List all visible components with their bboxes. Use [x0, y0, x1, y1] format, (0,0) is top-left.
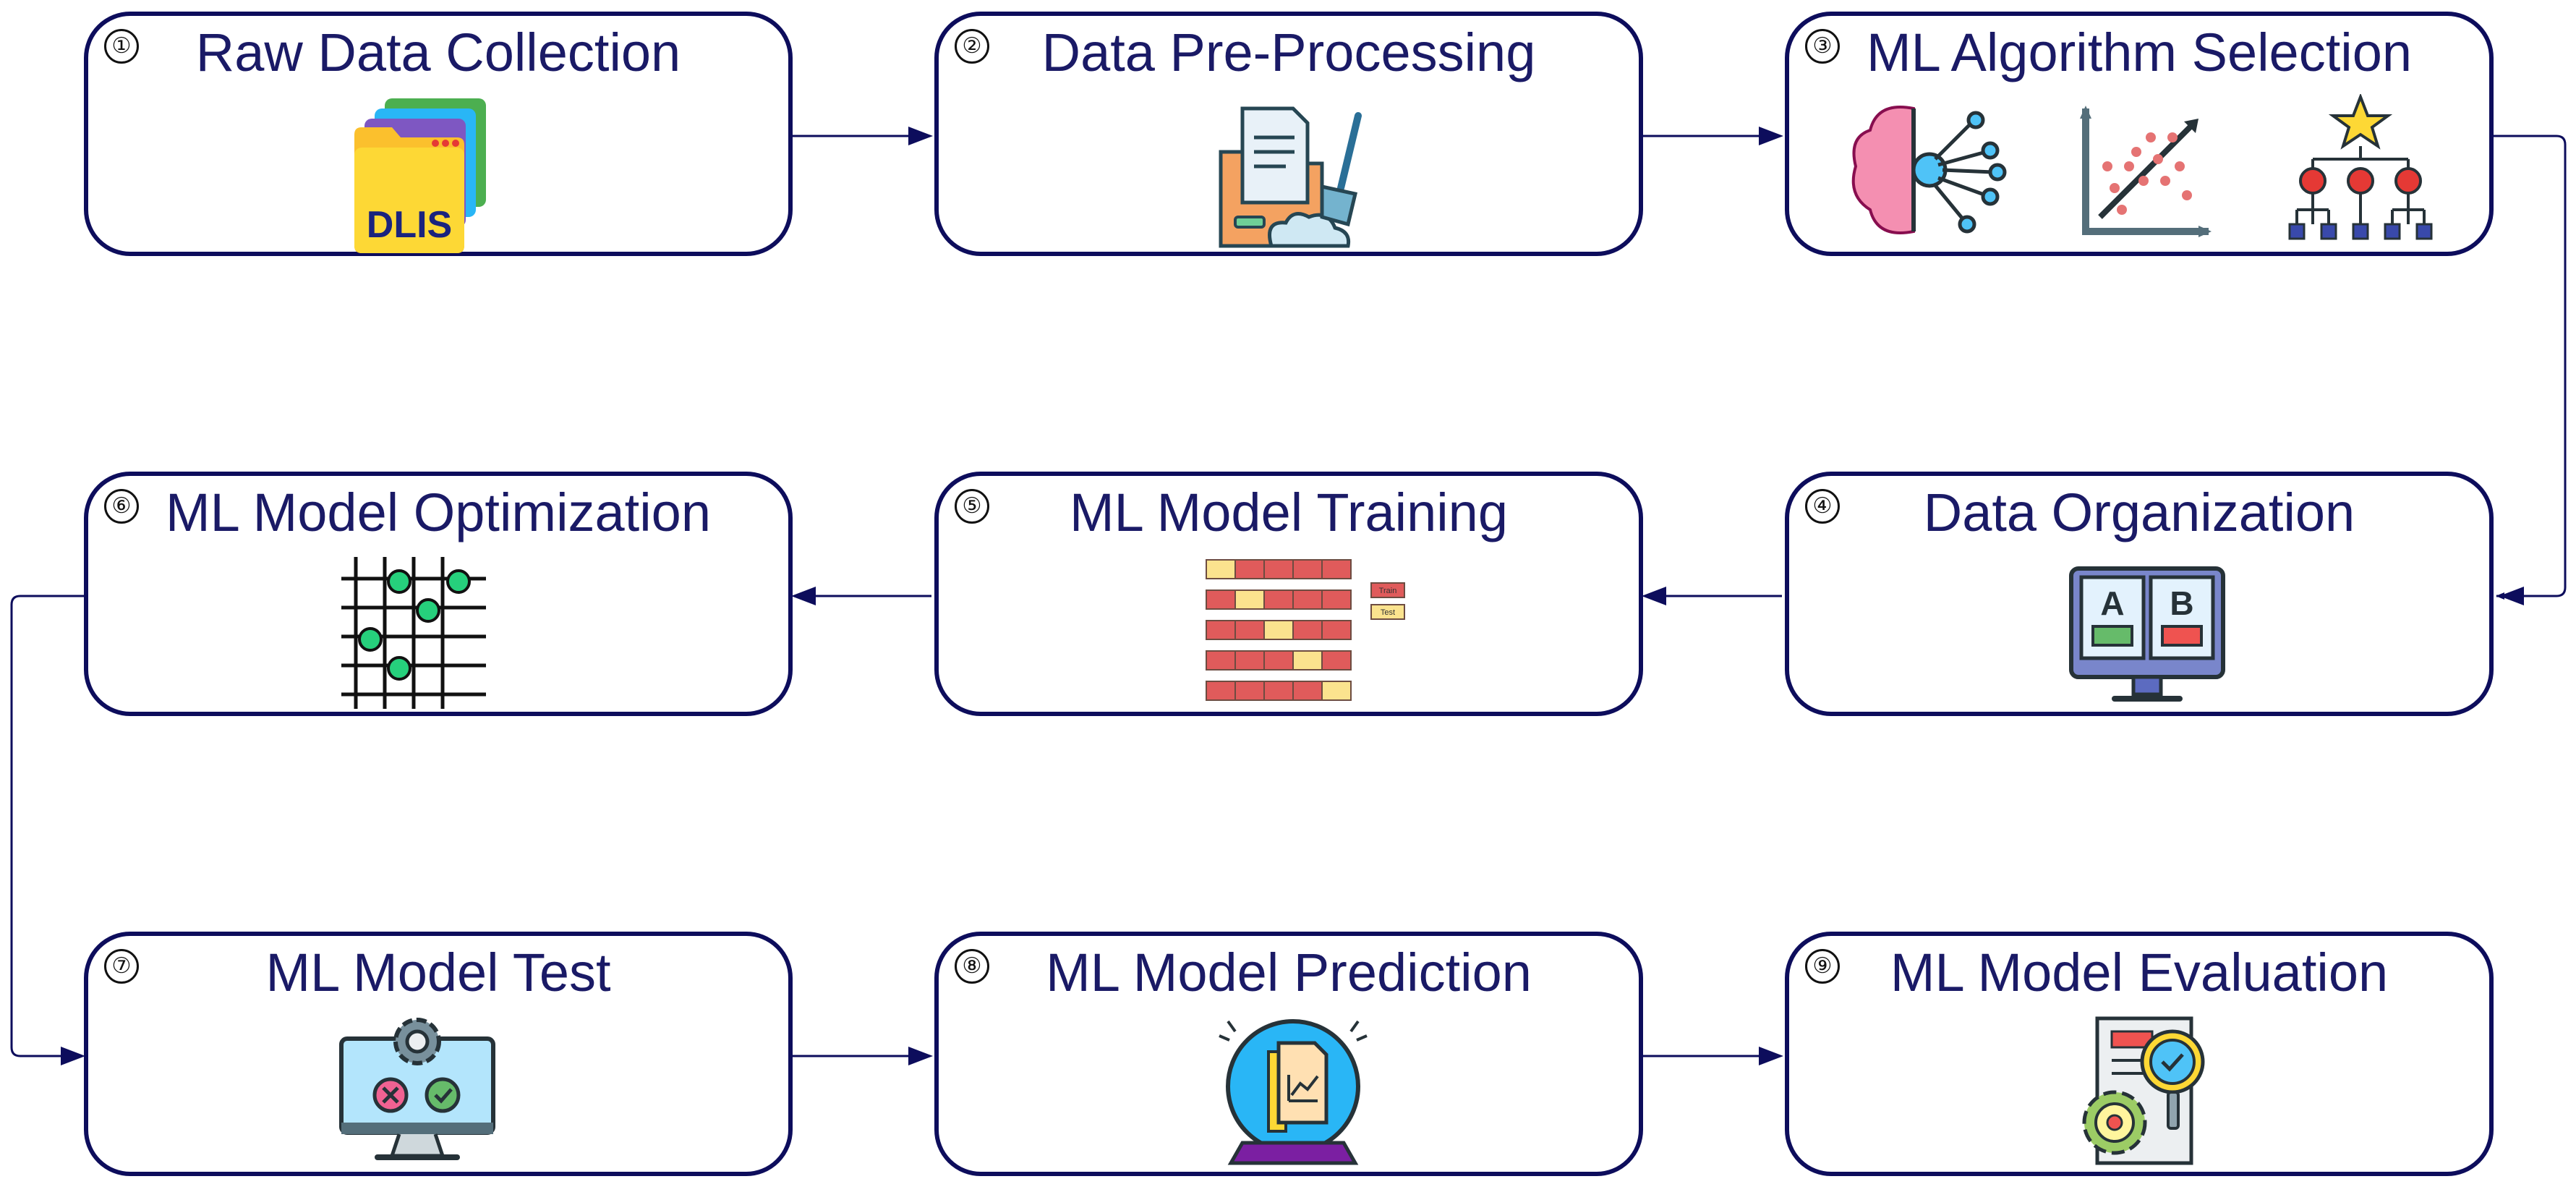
- train-fold-cell: [1206, 681, 1236, 701]
- step-title: ML Algorithm Selection: [1866, 22, 2413, 82]
- step-number: ⑤: [955, 489, 989, 524]
- legend-train: Train: [1370, 582, 1405, 598]
- train-fold-cell: [1234, 650, 1265, 670]
- train-fold-cell: [1234, 681, 1265, 701]
- step-number: ②: [955, 29, 989, 64]
- step-title: ML Model Prediction: [1046, 942, 1532, 1002]
- evaluation-report-icon: [2082, 1016, 2205, 1165]
- monitor-ab-icon: A B: [2069, 566, 2225, 702]
- label-a: A: [2100, 584, 2124, 622]
- step-number: ⑧: [955, 949, 989, 984]
- svg-text:Test: Test: [1381, 608, 1395, 617]
- step-ml-model-evaluation: ⑨ ML Model Evaluation: [1785, 932, 2494, 1176]
- step-title: Data Pre-Processing: [1041, 22, 1536, 82]
- train-fold-cell: [1263, 559, 1294, 579]
- test-fold-cell: [1292, 650, 1323, 670]
- step-number: ①: [104, 29, 139, 64]
- step-title: Data Organization: [1923, 482, 2355, 542]
- test-fold-cell: [1321, 681, 1352, 701]
- step-data-pre-processing: ② Data Pre-Processing: [934, 12, 1643, 256]
- svg-text:Train: Train: [1379, 587, 1397, 595]
- hierarchy-star-icon: [2288, 94, 2433, 240]
- arrow-6-to-7: [10, 595, 84, 1060]
- step-ml-algorithm-selection: ③ ML Algorithm Selection: [1785, 12, 2494, 256]
- step-raw-data-collection: ① Raw Data Collection DLIS: [84, 12, 793, 256]
- train-fold-cell: [1321, 559, 1352, 579]
- grid-search-icon: [341, 557, 486, 709]
- step-title: Raw Data Collection: [195, 22, 681, 82]
- step-data-organization: ④ Data Organization A B: [1785, 472, 2494, 716]
- step-number: ③: [1805, 29, 1840, 64]
- train-fold-cell: [1263, 589, 1294, 610]
- dlis-label: DLIS: [367, 204, 452, 246]
- step-number: ⑦: [104, 949, 139, 984]
- test-fold-cell: [1206, 559, 1236, 579]
- train-fold-cell: [1234, 559, 1265, 579]
- train-fold-cell: [1206, 620, 1236, 640]
- crystal-ball-icon: [1219, 1019, 1368, 1165]
- step-number: ⑨: [1805, 949, 1840, 984]
- monitor-test-icon: [339, 1018, 495, 1160]
- train-fold-cell: [1292, 559, 1323, 579]
- arrow-3-to-4: [2494, 135, 2567, 600]
- step-title: ML Model Test: [265, 942, 611, 1002]
- test-fold-cell: [1263, 620, 1294, 640]
- label-b: B: [2170, 584, 2193, 622]
- step-ml-model-test: ⑦ ML Model Test: [84, 932, 793, 1176]
- dlis-folder-icon: DLIS: [354, 98, 486, 253]
- train-fold-cell: [1263, 650, 1294, 670]
- train-fold-cell: [1263, 681, 1294, 701]
- step-number: ④: [1805, 489, 1840, 524]
- train-fold-cell: [1206, 650, 1236, 670]
- step-title: ML Model Training: [1070, 482, 1508, 542]
- brain-circuit-icon: [1851, 106, 2007, 234]
- folder-broom-icon: [1219, 106, 1362, 248]
- legend-test: Test: [1370, 604, 1405, 620]
- train-fold-cell: [1292, 620, 1323, 640]
- step-number: ⑥: [104, 489, 139, 524]
- train-fold-cell: [1234, 620, 1265, 640]
- step-title: ML Model Evaluation: [1890, 942, 2389, 1002]
- step-title: ML Model Optimization: [166, 482, 711, 542]
- train-fold-cell: [1321, 650, 1352, 670]
- train-fold-cell: [1321, 620, 1352, 640]
- step-ml-model-prediction: ⑧ ML Model Prediction: [934, 932, 1643, 1176]
- test-fold-cell: [1234, 589, 1265, 610]
- step-ml-model-optimization: ⑥ ML Model Optimization: [84, 472, 793, 716]
- scatter-plot-icon: [2080, 106, 2212, 237]
- train-fold-cell: [1292, 681, 1323, 701]
- train-fold-cell: [1292, 589, 1323, 610]
- train-fold-cell: [1321, 589, 1352, 610]
- train-fold-cell: [1206, 589, 1236, 610]
